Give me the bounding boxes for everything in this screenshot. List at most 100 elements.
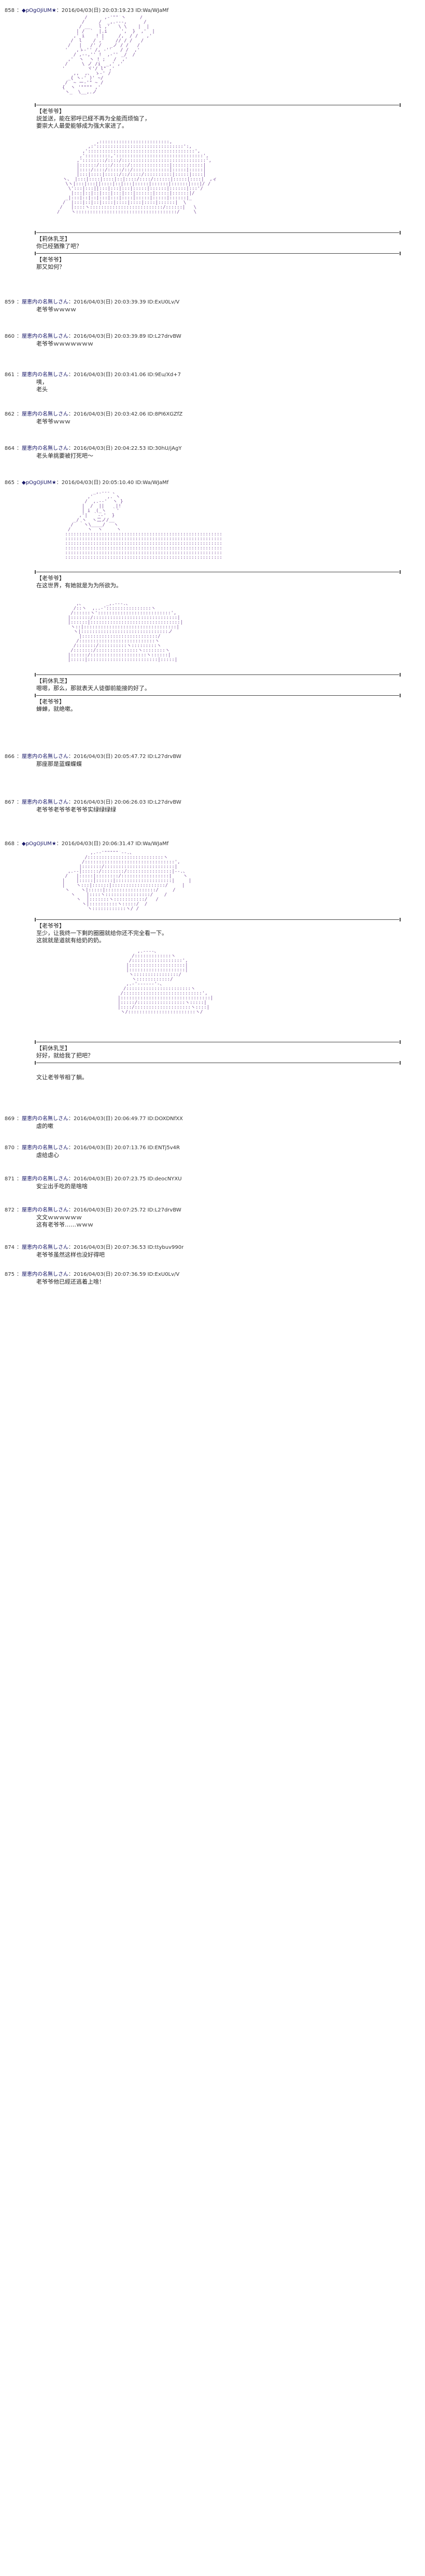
ascii-art: ,:::::::::::::::::::::::::, ,:':::::::::… — [57, 140, 217, 215]
post-number[interactable]: 874 — [4, 1245, 15, 1250]
post-body: 安尘出手吃的是啥啥 — [36, 1183, 88, 1190]
ascii-art: ,、 _,.-‐-.、 /::ヽ ,..-'::::::::::::::::ヽ … — [67, 602, 183, 663]
poster-id[interactable]: ID:Wa/WJaMf — [135, 841, 169, 847]
post-number[interactable]: 869 — [4, 1116, 15, 1122]
poster-id[interactable]: ID:9Eu/Xd+7 — [147, 372, 181, 378]
poster-id[interactable]: ID:ttybuv990r — [147, 1245, 184, 1250]
post-858: 858：◆pOgOJiUM★：2016/04/03(日) 20:03:19.23… — [0, 7, 425, 14]
poster-id[interactable]: ID:L27drvBW — [147, 754, 181, 760]
ascii-art: / ,-'""`ヽ / / / _,.-‐‐, / / __ l ,' \ \ … — [62, 16, 155, 95]
post-date: 2016/04/03(日) 20:06:31.47 — [61, 841, 134, 847]
post-header: 874：屋恵内の名無しさん：2016/04/03(日) 20:07:36.53 … — [0, 1244, 425, 1251]
post-number[interactable]: 875 — [4, 1272, 15, 1277]
post-header: 858：◆pOgOJiUM★：2016/04/03(日) 20:03:19.23… — [0, 7, 425, 14]
post-number[interactable]: 861 — [4, 372, 15, 378]
poster-id[interactable]: ID:ExU0Lv/V — [147, 299, 180, 305]
speaker-label: 【老爷爷】 — [36, 922, 65, 929]
post-body: 老爷爷ｗｗｗｗ — [36, 306, 76, 313]
post-body: 在这世界，有她就是为为所欲为。 — [36, 582, 122, 589]
ascii-art: ,.-‐'"""""`‐-.、 /:::::::::::::::::::::::… — [62, 851, 192, 912]
post-header: 866：屋恵内の名無しさん：2016/04/03(日) 20:05:47.72 … — [0, 753, 425, 760]
poster-name: ◆pOgOJiUM★ — [22, 841, 56, 847]
post-date: 2016/04/03(日) 20:03:41.06 — [74, 372, 146, 378]
post-header: 862：屋恵内の名無しさん：2016/04/03(日) 20:03:42.06 … — [0, 411, 425, 418]
post-number[interactable]: 864 — [4, 446, 15, 451]
poster-id[interactable]: ID:30hU/jAgY — [147, 446, 182, 451]
poster-name: ◆pOgOJiUM★ — [22, 8, 56, 13]
poster-name: 屋恵内の名無しさん — [22, 800, 68, 805]
poster-name: 屋恵内の名無しさん — [22, 446, 68, 451]
post-number[interactable]: 860 — [4, 334, 15, 339]
post-number[interactable]: 870 — [4, 1145, 15, 1151]
poster-name: 屋恵内の名無しさん — [22, 411, 68, 417]
post-header: 869：屋恵内の名無しさん：2016/04/03(日) 20:06:49.77 … — [0, 1115, 425, 1122]
poster-name: 屋恵内の名無しさん — [22, 299, 68, 305]
post-body: 那又如何？ — [36, 264, 65, 270]
speaker-label: 【老爷爷】 — [36, 575, 65, 582]
speaker-label: 【莉休乳芝】 — [36, 678, 70, 684]
poster-id[interactable]: ID:ExU0Lv/V — [147, 1272, 180, 1277]
post-body: 虐给虐心 — [36, 1152, 59, 1159]
post-number[interactable]: 867 — [4, 800, 15, 805]
poster-id[interactable]: ID:Wa/WJaMf — [135, 8, 169, 13]
post-body: 老爷爷虽然这样也没好得吧 — [36, 1251, 105, 1258]
post-861: 861：屋恵内の名無しさん：2016/04/03(日) 20:03:41.06 … — [0, 371, 425, 378]
post-body: 文让老爷爷相了躺。 — [36, 1074, 88, 1081]
post-number[interactable]: 866 — [4, 754, 15, 760]
poster-id[interactable]: ID:ENTj5v4R — [147, 1145, 180, 1151]
ascii-art: _,.-‐- 、 ,' ,. ヽ / ,.-‐' ヽ } | / || |! |… — [65, 490, 222, 560]
post-body: 老爷爷老爷爷老爷爷实绿绿绿绿 — [36, 806, 116, 813]
post-date: 2016/04/03(日) 20:06:49.77 — [74, 1116, 146, 1122]
poster-name: 屋恵内の名無しさん — [22, 1176, 68, 1182]
post-number[interactable]: 862 — [4, 411, 15, 417]
post-date: 2016/04/03(日) 20:07:36.53 — [74, 1245, 146, 1250]
poster-id[interactable]: ID:DOXDNfXX — [147, 1116, 183, 1122]
post-number[interactable]: 859 — [4, 299, 15, 305]
poster-id[interactable]: ID:L27drvBW — [147, 334, 181, 339]
post-body: 那座那是蓝蝶蝶蝶 — [36, 761, 82, 767]
post-body: 咦， 老头 — [36, 379, 48, 393]
post-869: 869：屋恵内の名無しさん：2016/04/03(日) 20:06:49.77 … — [0, 1115, 425, 1122]
post-header: 868：◆pOgOJiUM★：2016/04/03(日) 20:06:31.47… — [0, 841, 425, 847]
ascii-art: ,.-‐‐-、 /:::::::::::::ヽ /:::::::::::::::… — [118, 949, 214, 1015]
poster-id[interactable]: ID:Wa/WJaMf — [135, 480, 169, 486]
speaker-label: 【老爷爷】 — [36, 256, 65, 263]
post-header: 861：屋恵内の名無しさん：2016/04/03(日) 20:03:41.06 … — [0, 371, 425, 378]
post-867: 867：屋恵内の名無しさん：2016/04/03(日) 20:06:26.03 … — [0, 799, 425, 806]
post-859: 859：屋恵内の名無しさん：2016/04/03(日) 20:03:39.39 … — [0, 299, 425, 306]
post-body: 老头单挑要被打死吧～ — [36, 452, 93, 459]
post-header: 864：屋恵内の名無しさん：2016/04/03(日) 20:04:22.53 … — [0, 445, 425, 452]
speaker-label: 【老爷爷】 — [36, 698, 65, 705]
separator-line — [35, 231, 401, 235]
post-body: 你已经猶豫了吧？ — [36, 243, 82, 250]
post-date: 2016/04/03(日) 20:07:25.72 — [74, 1207, 146, 1213]
post-number[interactable]: 868 — [4, 841, 15, 847]
poster-id[interactable]: ID:8PI6XGZfZ — [147, 411, 183, 417]
post-868: 868：◆pOgOJiUM★：2016/04/03(日) 20:06:31.47… — [0, 841, 425, 847]
post-body: 好好，就给我了把吧？ — [36, 1052, 93, 1059]
poster-name: 屋恵内の名無しさん — [22, 1272, 68, 1277]
post-874: 874：屋恵内の名無しさん：2016/04/03(日) 20:07:36.53 … — [0, 1244, 425, 1251]
post-date: 2016/04/03(日) 20:07:13.76 — [74, 1145, 146, 1151]
poster-id[interactable]: ID:L27drvBW — [147, 800, 181, 805]
post-header: 860：屋恵内の名無しさん：2016/04/03(日) 20:03:39.89 … — [0, 333, 425, 340]
post-864: 864：屋恵内の名無しさん：2016/04/03(日) 20:04:22.53 … — [0, 445, 425, 452]
post-number[interactable]: 865 — [4, 480, 15, 486]
poster-name: ◆pOgOJiUM★ — [22, 480, 56, 486]
post-header: 872：屋恵内の名無しさん：2016/04/03(日) 20:07:25.72 … — [0, 1207, 425, 1214]
post-871: 871：屋恵内の名無しさん：2016/04/03(日) 20:07:23.75 … — [0, 1176, 425, 1182]
post-872: 872：屋恵内の名無しさん：2016/04/03(日) 20:07:25.72 … — [0, 1207, 425, 1214]
poster-id[interactable]: ID:deocNYXU — [147, 1176, 182, 1182]
post-number[interactable]: 858 — [4, 8, 15, 13]
poster-name: 屋恵内の名無しさん — [22, 1245, 68, 1250]
speaker-label: 【老爷爷】 — [36, 108, 65, 115]
post-866: 866：屋恵内の名無しさん：2016/04/03(日) 20:05:47.72 … — [0, 753, 425, 760]
post-date: 2016/04/03(日) 20:04:22.53 — [74, 446, 146, 451]
post-header: 865：◆pOgOJiUM★：2016/04/03(日) 20:05:10.40… — [0, 479, 425, 486]
post-date: 2016/04/03(日) 20:07:23.75 — [74, 1176, 146, 1182]
post-number[interactable]: 872 — [4, 1207, 15, 1213]
post-body: 嗯嗯，那么，那就表天人徒御前能接的好了。 — [36, 685, 150, 692]
post-number[interactable]: 871 — [4, 1176, 15, 1182]
poster-id[interactable]: ID:L27drvBW — [147, 1207, 181, 1213]
post-body: 老爷爷他已經还逃着上啥！ — [36, 1278, 105, 1285]
